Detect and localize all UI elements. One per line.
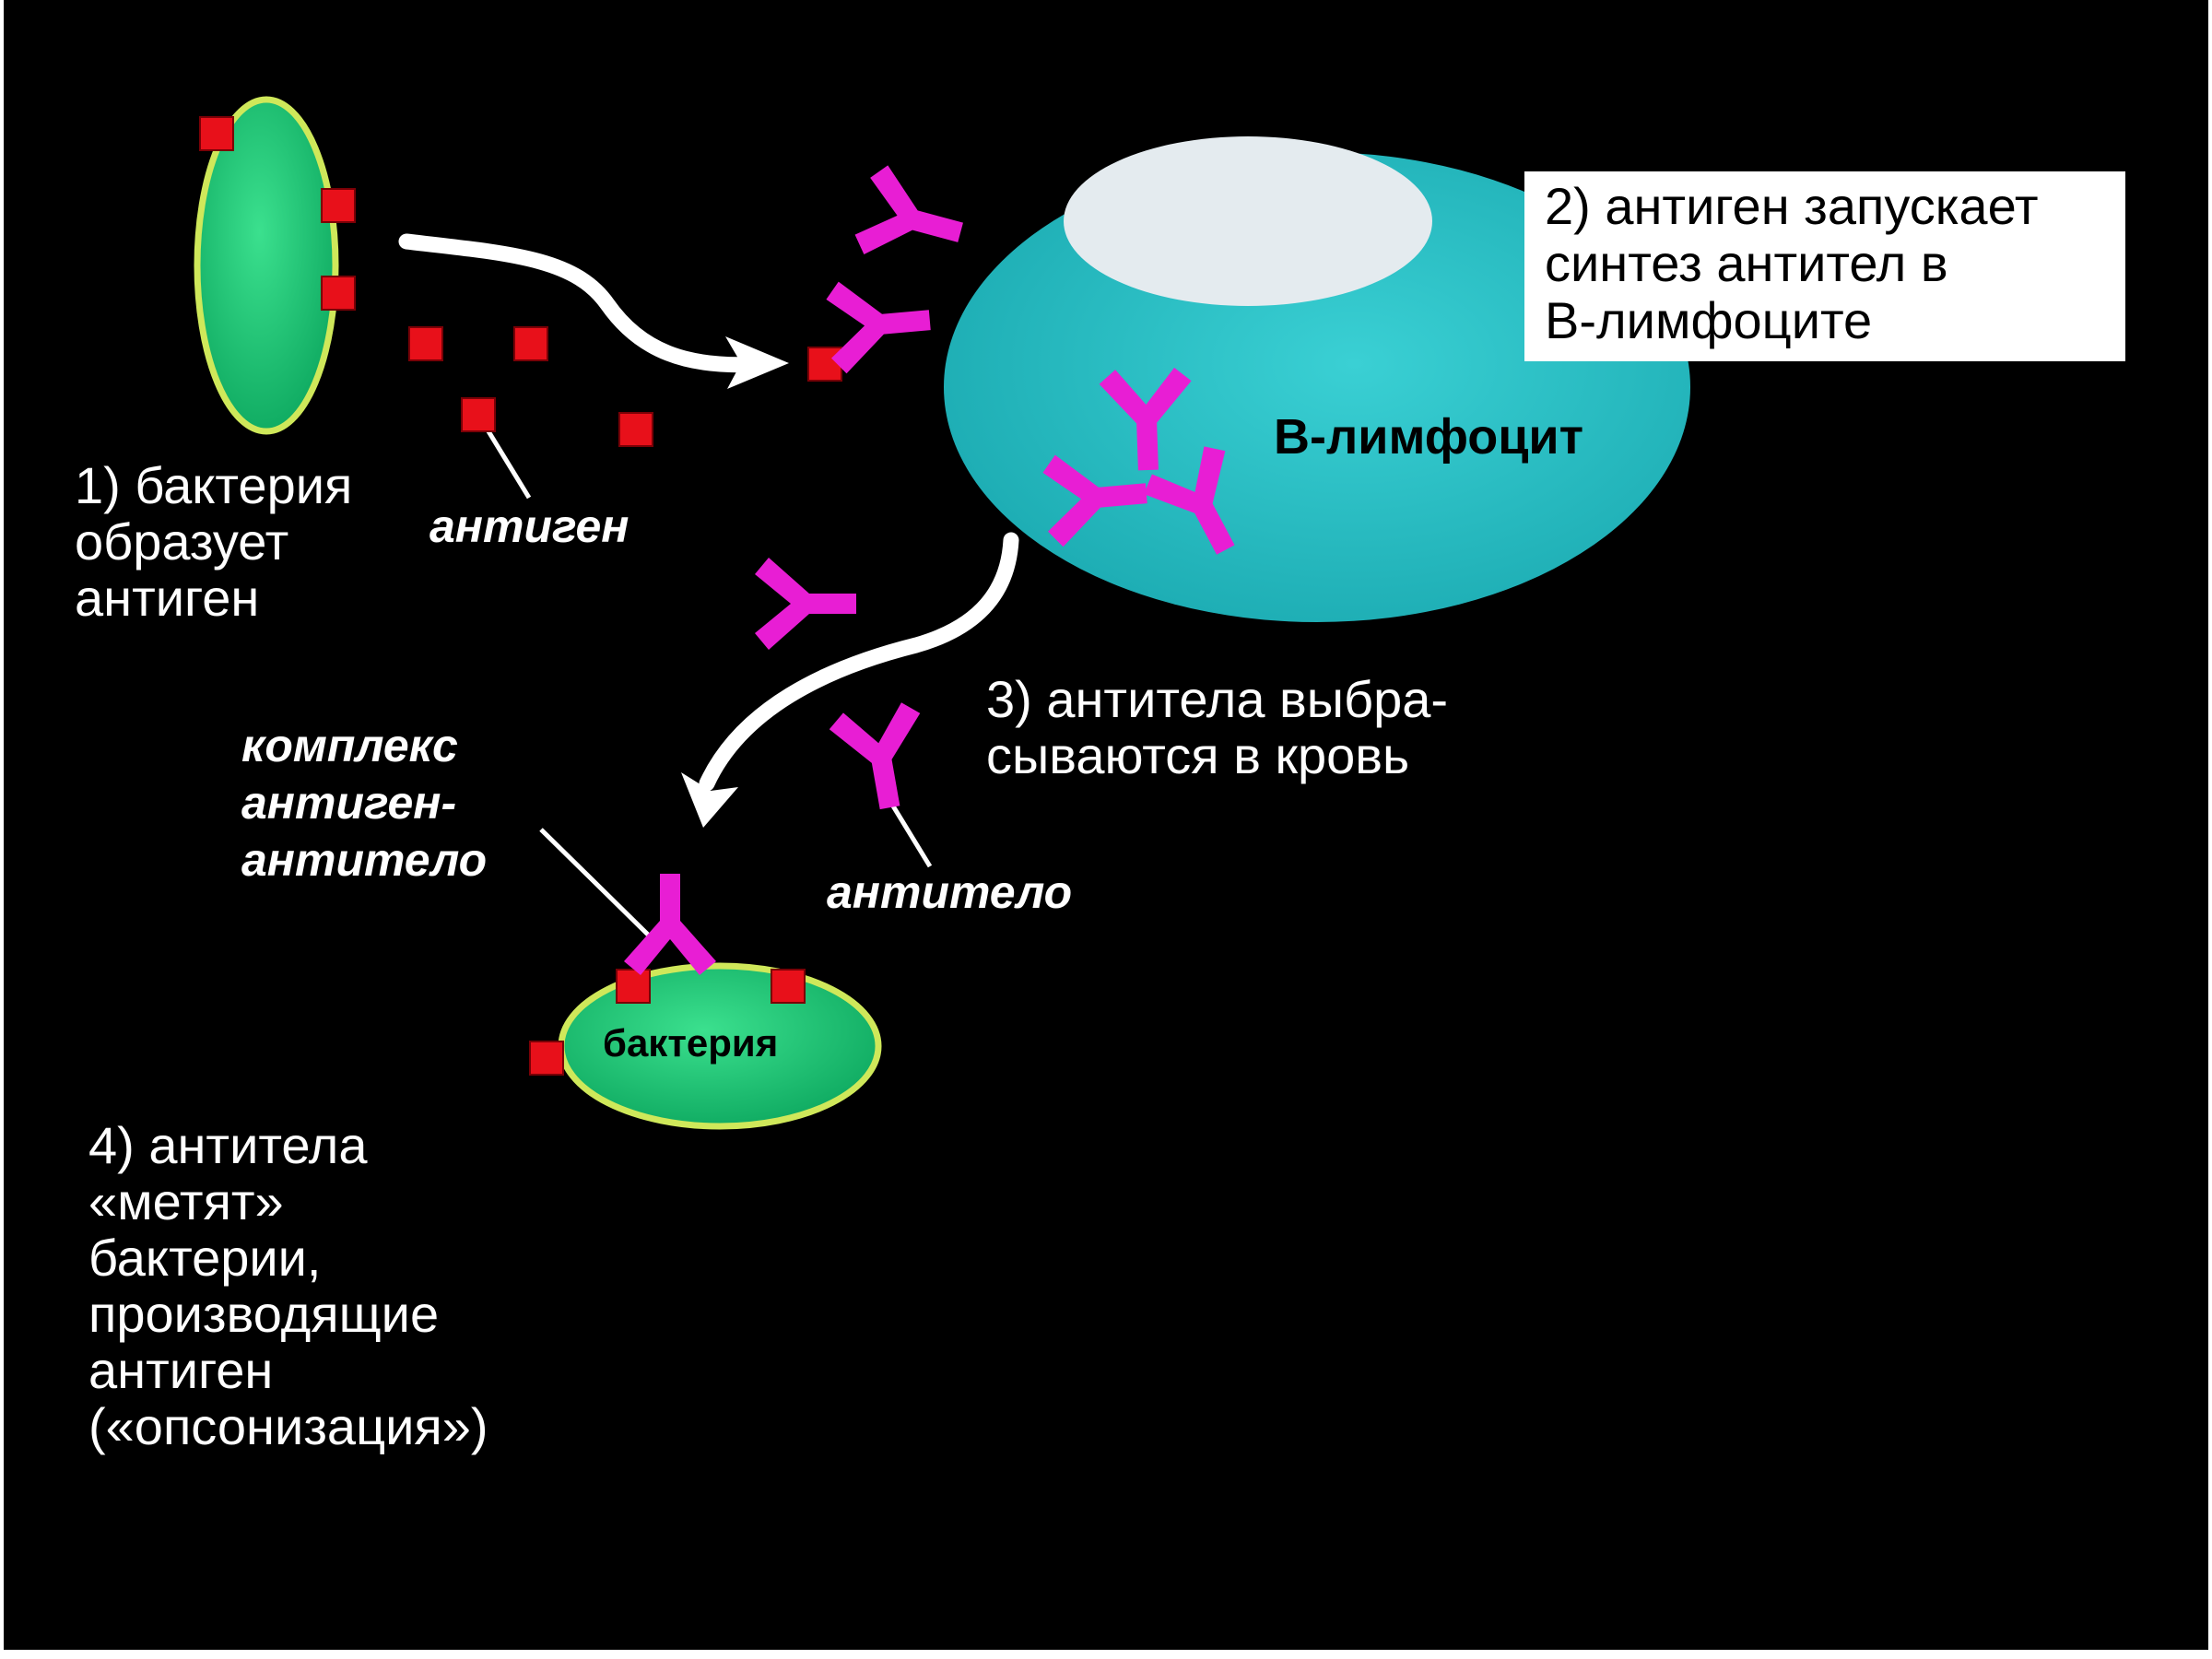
diagram-canvas: 1) бактерия образует антиген антиген 2) …: [4, 0, 2208, 1650]
antibody-free-1: [755, 558, 856, 650]
arrow-antigen-to-lymphocyte: [398, 233, 789, 389]
label-complex: комплекс антиген- антитело: [241, 720, 488, 886]
step2-box: [1524, 171, 2125, 361]
bacterium-1: [194, 96, 339, 435]
label-step3: 3) антитела выбра- сываются в кровь: [986, 670, 1449, 784]
antibody-free-2: [827, 700, 935, 816]
antigen-free-3: [461, 397, 496, 432]
antigen-on-bacterium-1b: [321, 188, 356, 223]
pointer-complex: [539, 828, 651, 937]
antigen-bound-receptor: [807, 347, 842, 382]
label-antigen: антиген: [429, 500, 629, 552]
label-bacterium: бактерия: [603, 1021, 779, 1065]
antibody-receptor-2: [824, 274, 935, 375]
antigen-free-4: [618, 412, 653, 447]
arrow-lymphocyte-to-blood: [681, 532, 1019, 828]
diagram-graphics: [194, 96, 1690, 1130]
label-step1: 1) бактерия образует антиген: [75, 456, 353, 627]
antigen-on-bacterium-2c: [529, 1041, 564, 1076]
label-step2: 2) антиген запускает синтез антител в В-…: [1545, 177, 2039, 349]
label-b-lymphocyte: В-лимфоцит: [1274, 409, 1584, 465]
lymphocyte-nucleus: [1064, 136, 1432, 306]
label-antibody: антитело: [827, 866, 1073, 918]
antigen-on-bacterium-2b: [771, 969, 806, 1004]
antigens: [199, 116, 842, 1076]
antigen-on-bacterium-1a: [199, 116, 234, 151]
antigen-on-bacterium-1c: [321, 276, 356, 311]
antibody-receptor-1: [850, 161, 973, 277]
antigen-free-2: [513, 326, 548, 361]
label-step4: 4) антитела «метят» бактерии, производящ…: [88, 1116, 488, 1455]
antigen-free-1: [408, 326, 443, 361]
antigen-on-bacterium-2a: [616, 969, 651, 1004]
